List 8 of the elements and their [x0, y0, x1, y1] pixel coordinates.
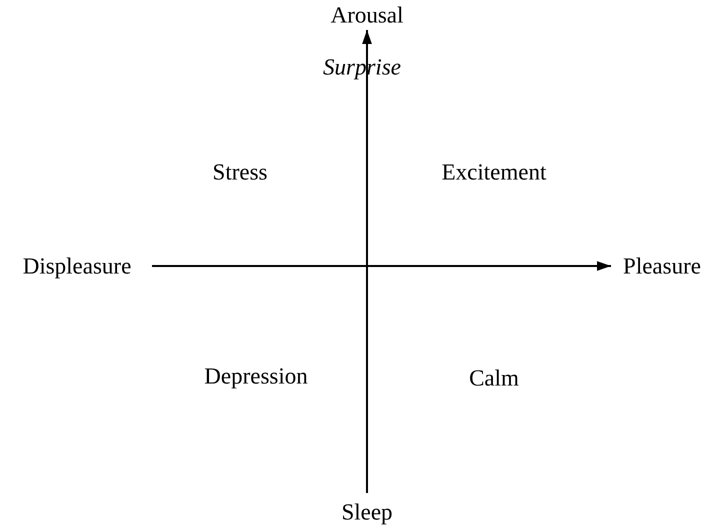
emotion-label: Excitement	[442, 159, 546, 185]
emotion-label: Stress	[212, 159, 268, 185]
emotion-label: Depression	[204, 363, 308, 389]
axis-label: Pleasure	[623, 253, 701, 279]
axis-label: Arousal	[330, 2, 404, 28]
emotion-label: Calm	[469, 365, 519, 391]
axis-label: Sleep	[341, 499, 393, 525]
axis-label: Displeasure	[22, 253, 132, 279]
